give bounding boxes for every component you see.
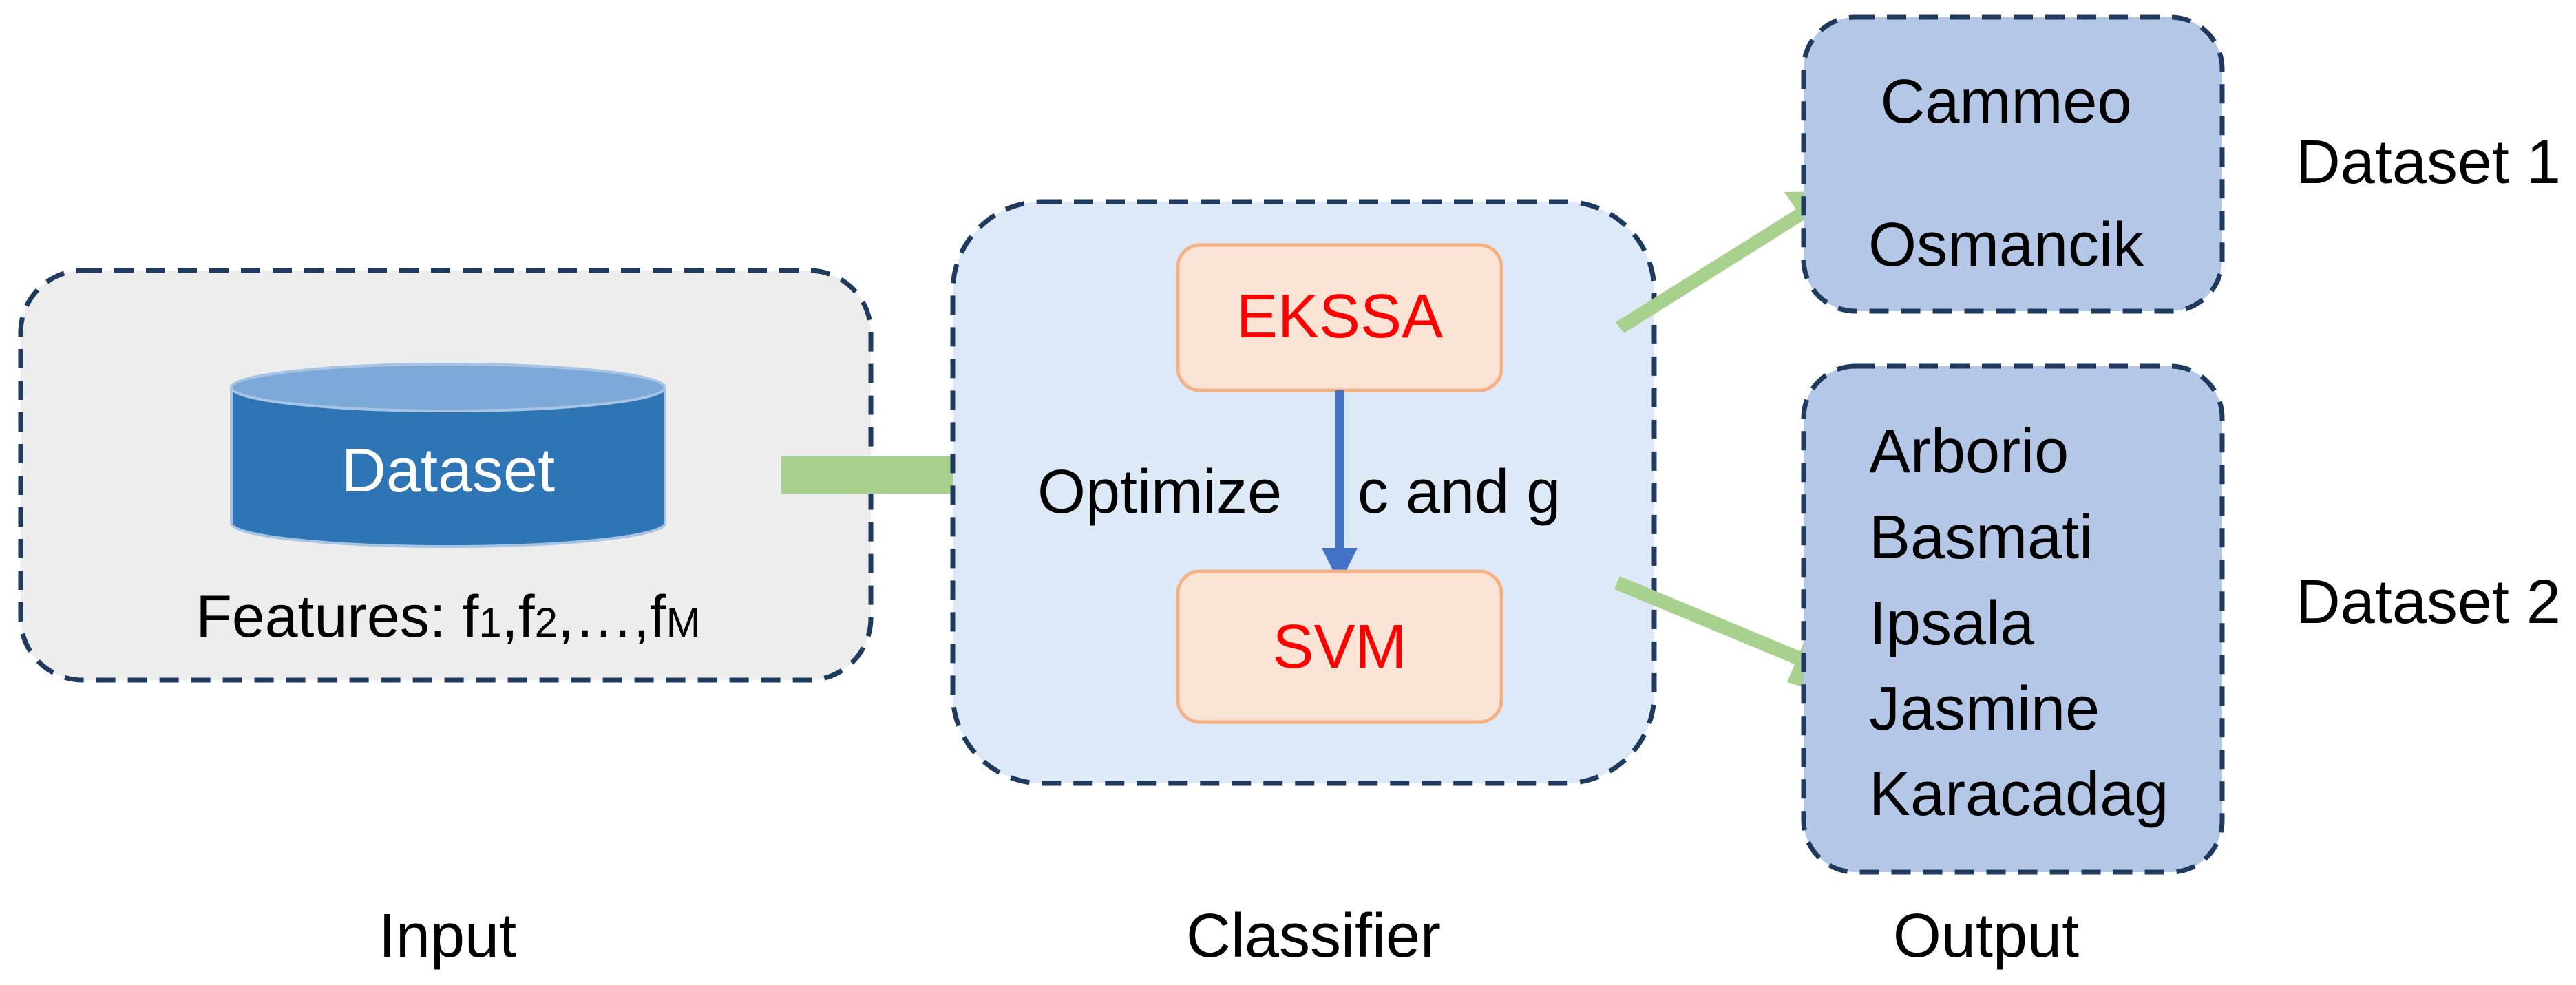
dataset1-class-0: Cammeo [1880, 67, 2131, 136]
dataset2-class-1: Basmati [1869, 503, 2093, 572]
dataset2-class-0: Arborio [1869, 417, 2069, 486]
dataset2-class-2: Ipsala [1869, 589, 2035, 658]
input-panel: Dataset Features: f1,f2,…,fM Input [18, 268, 874, 971]
dataset1-box [1801, 14, 2225, 314]
feature-sub-m: M [666, 600, 701, 646]
output-dataset1: Cammeo Osmancik Dataset 1 [1801, 14, 2561, 314]
features-text: Features: f1,f2,…,fM [196, 584, 700, 650]
dataset2-class-3: Jasmine [1869, 675, 2100, 743]
feature-sep-2: ,…,f [558, 584, 667, 650]
dataset2-box [1801, 363, 2225, 875]
database-icon [230, 363, 666, 548]
params-label: c and g [1358, 458, 1561, 527]
feature-sub-2: 2 [535, 600, 558, 646]
features-prefix: Features: f [196, 584, 479, 650]
feature-sub-1: 1 [478, 600, 501, 646]
dataset2-label: Dataset 2 [2296, 568, 2561, 637]
dataset2-class-4: Karacadag [1869, 760, 2168, 829]
svm-box [1176, 569, 1503, 724]
dataset1-label: Dataset 1 [2296, 128, 2561, 197]
database-label: Dataset [341, 436, 555, 505]
classifier-panel: EKSSA Optimize c and g SVM Classifier [950, 199, 1657, 971]
flow-arrow-to-dataset1 [1616, 191, 1833, 333]
flow-arrow-to-dataset2 [1614, 576, 1839, 698]
output-caption: Output [1893, 902, 2079, 971]
svm-label: SVM [1272, 613, 1406, 681]
classifier-caption: Classifier [1186, 902, 1441, 971]
feature-sep-1: ,f [502, 584, 536, 650]
input-caption: Input [379, 902, 516, 971]
dataset1-class-1: Osmancik [1868, 211, 2144, 279]
ekssa-label: EKSSA [1236, 282, 1443, 351]
output-dataset2: Arborio Basmati Ipsala Jasmine Karacadag… [1801, 363, 2561, 971]
optimize-label: Optimize [1037, 458, 1282, 527]
